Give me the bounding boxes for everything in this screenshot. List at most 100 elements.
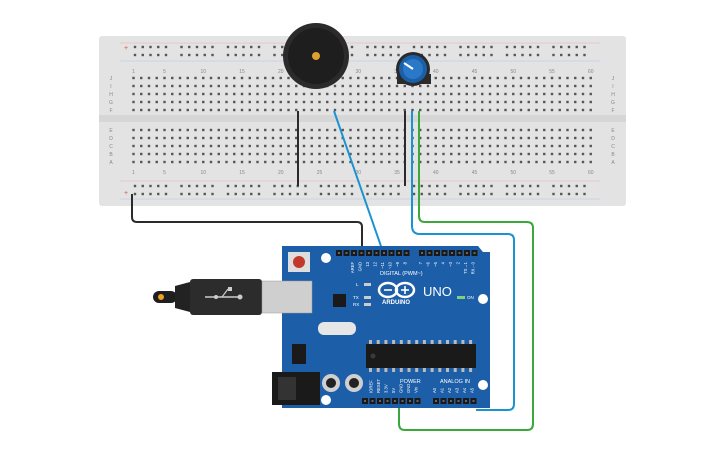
- breadboard-hole[interactable]: [380, 84, 383, 88]
- breadboard-hole[interactable]: [574, 136, 577, 140]
- breadboard-hole[interactable]: [256, 160, 259, 164]
- breadboard-hole[interactable]: [364, 92, 368, 96]
- breadboard-hole[interactable]: [349, 152, 352, 156]
- breadboard-hole[interactable]: [488, 76, 492, 80]
- wire-buzzer-signal[interactable]: [333, 110, 384, 253]
- breadboard-hole[interactable]: [310, 128, 313, 132]
- breadboard-hole[interactable]: [202, 152, 205, 156]
- breadboard-hole[interactable]: [225, 84, 228, 88]
- breadboard-hole[interactable]: [248, 100, 251, 104]
- breadboard-hole[interactable]: [504, 128, 507, 132]
- breadboard-hole[interactable]: [504, 76, 507, 80]
- breadboard-hole[interactable]: [574, 108, 577, 112]
- breadboard-hole[interactable]: [457, 136, 461, 140]
- breadboard-hole[interactable]: [535, 100, 538, 104]
- rail-hole[interactable]: [474, 184, 478, 188]
- breadboard-hole[interactable]: [264, 76, 267, 80]
- rail-hole[interactable]: [467, 184, 470, 188]
- rail-hole[interactable]: [327, 192, 330, 196]
- breadboard-hole[interactable]: [310, 144, 313, 148]
- breadboard-hole[interactable]: [388, 160, 391, 164]
- rail-hole[interactable]: [149, 45, 152, 49]
- breadboard-hole[interactable]: [434, 152, 437, 156]
- breadboard-hole[interactable]: [589, 92, 592, 96]
- breadboard-hole[interactable]: [426, 152, 430, 156]
- breadboard-hole[interactable]: [155, 108, 158, 112]
- rail-hole[interactable]: [149, 53, 152, 57]
- breadboard-hole[interactable]: [209, 152, 213, 156]
- breadboard-hole[interactable]: [326, 108, 329, 112]
- breadboard-hole[interactable]: [465, 92, 468, 96]
- breadboard-hole[interactable]: [349, 160, 352, 164]
- breadboard-hole[interactable]: [318, 152, 321, 156]
- breadboard-hole[interactable]: [225, 128, 228, 132]
- rail-hole[interactable]: [482, 45, 485, 49]
- breadboard-hole[interactable]: [372, 128, 375, 132]
- breadboard-hole[interactable]: [442, 84, 445, 88]
- breadboard-hole[interactable]: [140, 92, 143, 96]
- rail-hole[interactable]: [133, 184, 137, 188]
- breadboard-hole[interactable]: [225, 76, 228, 80]
- rail-hole[interactable]: [211, 192, 214, 196]
- breadboard-hole[interactable]: [333, 92, 337, 96]
- breadboard-hole[interactable]: [450, 84, 453, 88]
- breadboard-hole[interactable]: [434, 84, 437, 88]
- rail-hole[interactable]: [203, 53, 206, 57]
- breadboard-hole[interactable]: [388, 152, 391, 156]
- rail-hole[interactable]: [389, 184, 392, 188]
- rail-hole[interactable]: [482, 184, 485, 188]
- breadboard-hole[interactable]: [326, 100, 329, 104]
- breadboard-hole[interactable]: [295, 108, 298, 112]
- rail-hole[interactable]: [366, 45, 369, 49]
- breadboard-hole[interactable]: [419, 128, 422, 132]
- breadboard-hole[interactable]: [473, 136, 476, 140]
- rail-hole[interactable]: [505, 184, 509, 188]
- breadboard-hole[interactable]: [256, 144, 259, 148]
- rail-hole[interactable]: [474, 192, 478, 196]
- breadboard-hole[interactable]: [581, 144, 585, 148]
- breadboard-hole[interactable]: [333, 136, 337, 140]
- rail-hole[interactable]: [428, 53, 431, 57]
- breadboard-hole[interactable]: [264, 160, 267, 164]
- breadboard-hole[interactable]: [318, 108, 321, 112]
- breadboard-hole[interactable]: [326, 136, 329, 140]
- breadboard-hole[interactable]: [434, 92, 437, 96]
- breadboard-hole[interactable]: [504, 84, 507, 88]
- breadboard-hole[interactable]: [233, 144, 236, 148]
- breadboard-hole[interactable]: [248, 84, 251, 88]
- breadboard-hole[interactable]: [302, 152, 306, 156]
- rail-hole[interactable]: [567, 192, 571, 196]
- breadboard-hole[interactable]: [581, 84, 585, 88]
- breadboard-hole[interactable]: [248, 108, 251, 112]
- breadboard-hole[interactable]: [512, 128, 515, 132]
- breadboard-hole[interactable]: [504, 144, 507, 148]
- breadboard-hole[interactable]: [217, 128, 220, 132]
- rail-hole[interactable]: [164, 184, 168, 188]
- breadboard-hole[interactable]: [519, 108, 523, 112]
- rail-hole[interactable]: [257, 45, 261, 49]
- breadboard-hole[interactable]: [318, 92, 321, 96]
- breadboard-hole[interactable]: [574, 76, 577, 80]
- breadboard-hole[interactable]: [434, 108, 437, 112]
- breadboard-hole[interactable]: [457, 92, 461, 96]
- breadboard-hole[interactable]: [341, 152, 344, 156]
- rail-hole[interactable]: [157, 184, 160, 188]
- breadboard-hole[interactable]: [140, 100, 143, 104]
- piezo-buzzer-icon[interactable]: [283, 23, 349, 89]
- breadboard-hole[interactable]: [558, 108, 561, 112]
- breadboard-hole[interactable]: [535, 152, 538, 156]
- rail-hole[interactable]: [273, 184, 276, 188]
- rail-hole[interactable]: [226, 45, 230, 49]
- breadboard-hole[interactable]: [186, 144, 189, 148]
- breadboard-hole[interactable]: [535, 144, 538, 148]
- rail-hole[interactable]: [459, 184, 462, 188]
- rail-hole[interactable]: [226, 184, 230, 188]
- rail-hole[interactable]: [521, 45, 524, 49]
- rail-hole[interactable]: [195, 192, 199, 196]
- rail-hole[interactable]: [335, 184, 338, 188]
- breadboard-hole[interactable]: [171, 92, 174, 96]
- breadboard-hole[interactable]: [302, 92, 306, 96]
- rail-hole[interactable]: [273, 45, 276, 49]
- breadboard-hole[interactable]: [426, 84, 430, 88]
- rail-hole[interactable]: [513, 184, 516, 188]
